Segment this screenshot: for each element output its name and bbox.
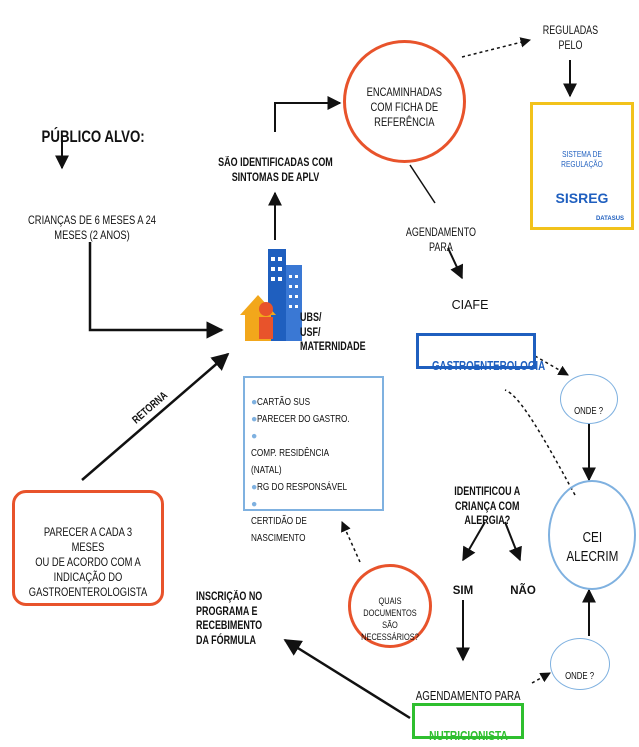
sistema-regulacao-label: SISTEMA DE REGULAÇÃO — [561, 148, 603, 170]
onde-circle-1 — [560, 374, 618, 424]
sisreg-label: SISREG — [555, 189, 609, 206]
agendamento-nutri-text: AGENDAMENTO PARA — [415, 688, 521, 703]
reguladas-text: REGULADAS PELO — [542, 25, 598, 52]
list-item: ●COMP. RESIDÊNCIA (NATAL) — [251, 430, 329, 476]
documentos-box — [243, 376, 384, 511]
sisreg-box — [530, 102, 634, 230]
inscricao-text: INSCRIÇÃO NO PROGRAMA E RECEBIMENTO DA F… — [196, 591, 263, 647]
gastroenterologia-label: GASTROENTEROLOGIA — [431, 358, 546, 373]
quais-documentos-link[interactable]: QUAIS DOCUMENTOS SÃO NECESSÁRIOS? — [361, 595, 419, 643]
agendamento-para-text: AGENDAMENTO PARA — [405, 227, 477, 254]
list-item: ●PARECER DO GASTRO. — [251, 413, 351, 425]
publico-alvo-title: PÚBLICO ALVO: — [41, 127, 145, 147]
list-item: ●CERTIDÃO DE NASCIMENTO — [251, 498, 307, 544]
datasus-logo: DATASUS — [595, 215, 625, 222]
criancas-text: CRIANÇAS DE 6 MESES A 24 MESES (2 ANOS) — [28, 213, 157, 242]
cei-alecrim-label: CEI ALECRIM — [565, 528, 619, 565]
list-item: ●CARTÃO SUS — [251, 396, 311, 408]
ciafe-label: CIAFE — [451, 297, 489, 312]
documentos-list: ●CARTÃO SUS ●PARECER DO GASTRO. ●COMP. R… — [251, 394, 391, 547]
identificou-question: IDENTIFICOU A CRIANÇA COM ALERGIA? — [454, 486, 520, 528]
onde-label-2: ONDE ? — [565, 670, 595, 682]
parecer-box — [12, 490, 164, 606]
sim-label: SIM — [452, 585, 474, 598]
parecer-text: PARECER A CADA 3 MESES OU DE ACORDO COM … — [28, 525, 148, 599]
quais-documentos-circle[interactable] — [348, 564, 432, 648]
onde-label-1: ONDE ? — [574, 405, 604, 417]
sao-identificadas-text: SÃO IDENTIFICADAS COM SINTOMAS DE APLV — [217, 157, 333, 184]
nutricionista-label: NUTRICIONISTA — [428, 728, 508, 744]
list-item: ●RG DO RESPONSÁVEL — [251, 481, 348, 493]
encaminhadas-circle — [343, 40, 466, 163]
nao-label: NÃO — [510, 585, 536, 598]
onde-circle-2 — [550, 638, 610, 690]
gastroenterologia-box — [416, 333, 536, 369]
ubs-label: UBS/ USF/ MATERNIDADE — [300, 312, 366, 354]
building-icon — [240, 245, 310, 345]
cei-alecrim-circle — [548, 480, 636, 590]
encaminhadas-text: ENCAMINHADAS COM FICHA DE REFERÊNCIA — [366, 85, 443, 129]
nutricionista-box — [412, 703, 524, 739]
